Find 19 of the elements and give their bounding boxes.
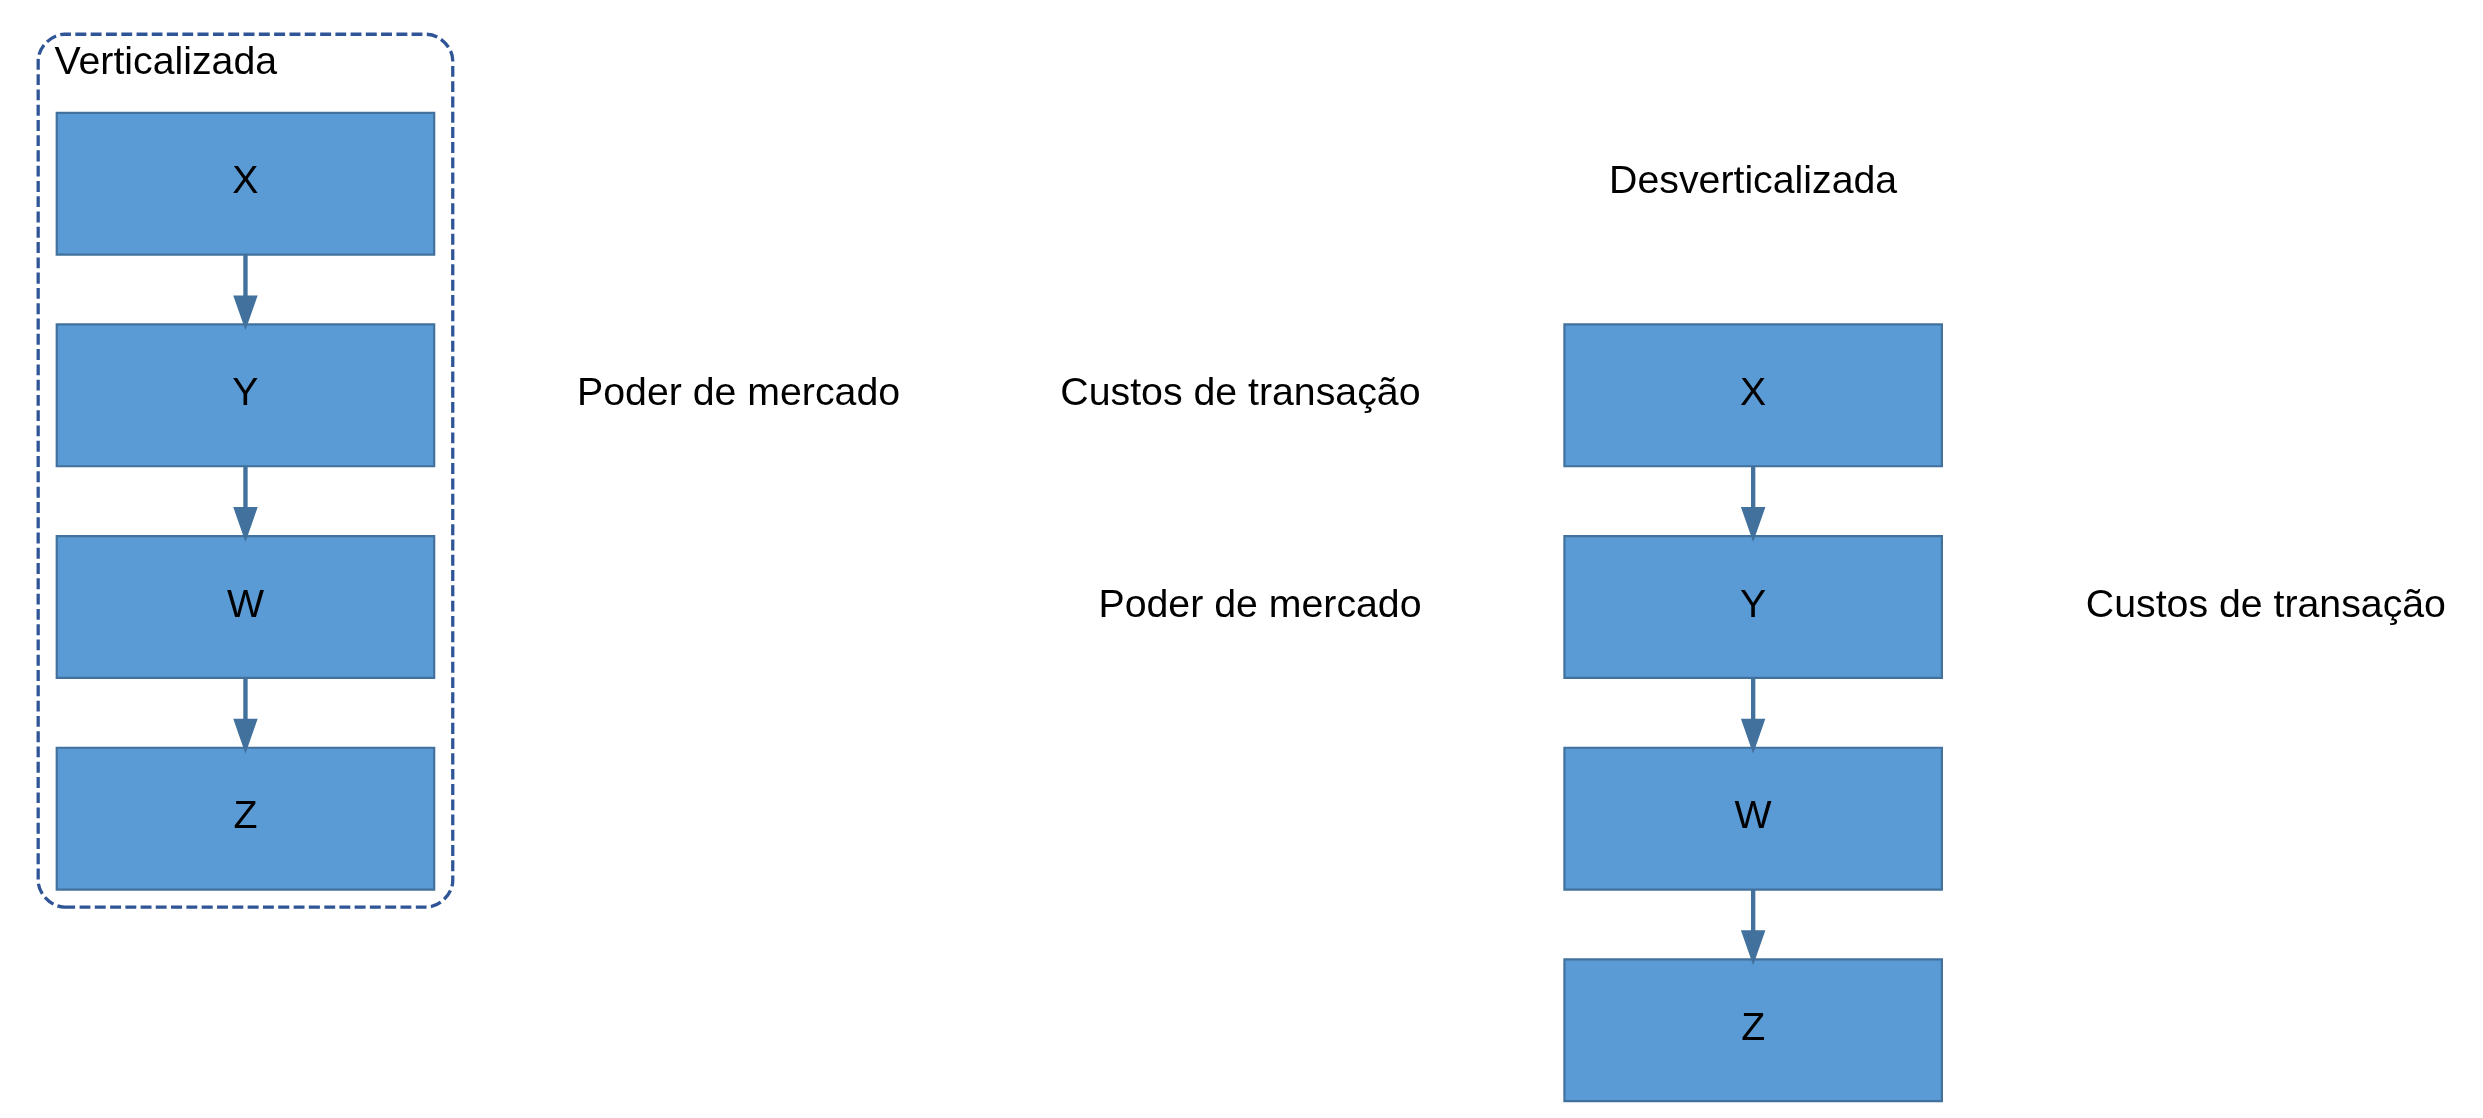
node-box: W bbox=[1563, 746, 1943, 891]
arrow bbox=[233, 254, 258, 331]
label: Poder de mercado bbox=[1098, 580, 1422, 625]
arrow bbox=[1740, 678, 1766, 754]
node-box: X bbox=[1563, 323, 1943, 468]
node-box: Z bbox=[55, 746, 436, 891]
node-box: X bbox=[55, 111, 436, 256]
label: Custos de transação bbox=[2085, 580, 2446, 625]
arrow bbox=[1740, 889, 1766, 966]
node-box: Y bbox=[1563, 535, 1943, 679]
arrow bbox=[1740, 466, 1766, 542]
label: Poder de mercado bbox=[577, 368, 901, 413]
label: Desverticalizada bbox=[1609, 157, 1898, 202]
label: Custos de transação bbox=[1060, 368, 1421, 413]
node-box: Z bbox=[1563, 958, 1943, 1103]
node-box: W bbox=[55, 535, 436, 679]
node-box: Y bbox=[55, 323, 436, 468]
arrow bbox=[233, 466, 258, 542]
arrow bbox=[233, 678, 258, 754]
